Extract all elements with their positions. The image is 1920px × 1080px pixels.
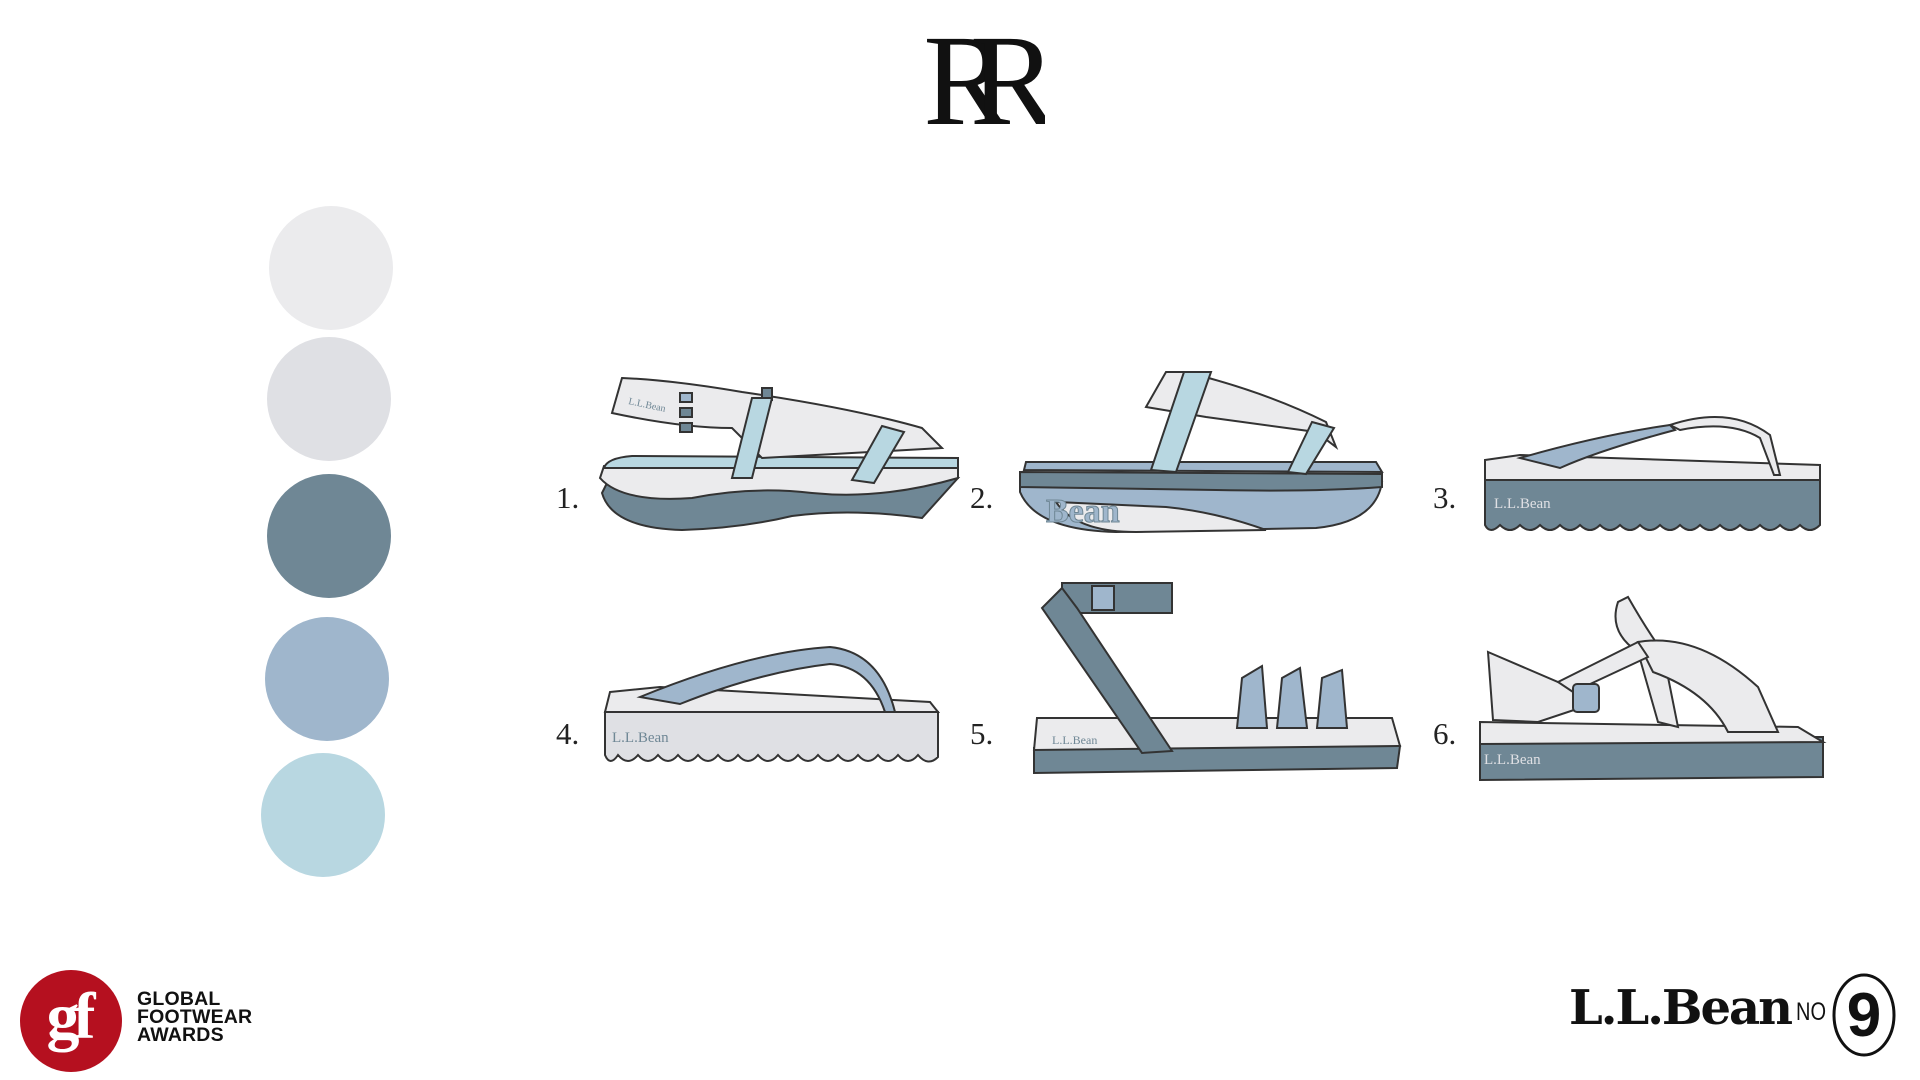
sandal-brand-5: L.L.Bean	[1052, 733, 1097, 747]
edition-number: 9	[1847, 981, 1881, 1050]
rr-logo: RR	[923, 22, 1045, 132]
award-line-2: FOOTWEAR	[137, 1006, 253, 1028]
color-swatch-1	[269, 206, 393, 330]
gfa-logo-text: gf	[47, 980, 97, 1053]
sandal-brand-4: L.L.Bean	[612, 730, 669, 746]
edition-prefix: NO	[1796, 998, 1826, 1026]
sandal-label-6: 6.	[1433, 716, 1457, 751]
sandal-illustration-1: L.L.Bean	[598, 376, 961, 532]
sandal-brand-6: L.L.Bean	[1484, 752, 1541, 768]
color-swatch-5	[261, 753, 385, 877]
color-swatch-2	[267, 337, 391, 461]
sandal-label-1: 1.	[556, 480, 580, 515]
sandal-illustration-2: Bean	[1019, 371, 1384, 534]
sandal-brand-2: Bean	[1046, 493, 1120, 530]
llbean-wordmark: L.L.Bean	[1569, 980, 1793, 1036]
sandal-label-5: 5.	[970, 716, 994, 751]
sandal-illustration-3: L.L.Bean	[1484, 416, 1821, 531]
sandal-label-2: 2.	[970, 480, 994, 515]
sandal-label-4: 4.	[556, 716, 580, 751]
sandal-label-3: 3.	[1433, 480, 1457, 515]
color-swatch-3	[267, 474, 391, 598]
award-line-3: AWARDS	[137, 1024, 224, 1046]
sandal-illustration-6: L.L.Bean	[1479, 595, 1827, 782]
rr-logo-text: RR	[923, 22, 1045, 132]
award-line-1: GLOBAL	[137, 988, 221, 1010]
sandal-brand-3: L.L.Bean	[1494, 496, 1551, 512]
global-footwear-awards-logo: gf	[20, 970, 122, 1072]
edition-number-badge: 9	[1832, 973, 1896, 1057]
sandal-illustration-5: L.L.Bean	[1032, 582, 1402, 775]
color-swatch-4	[265, 617, 389, 741]
sandal-illustration-4: L.L.Bean	[603, 645, 941, 763]
award-name: GLOBAL FOOTWEAR AWARDS	[137, 988, 253, 1046]
